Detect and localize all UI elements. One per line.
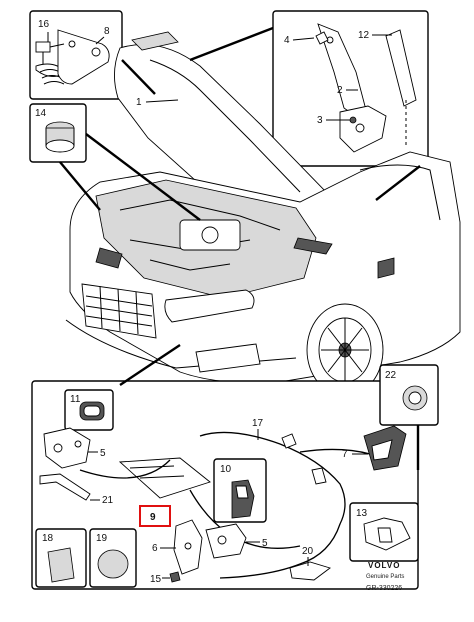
callout-5a: 5 [100, 448, 106, 459]
callout-1: 1 [136, 97, 142, 108]
inset-buffer: 14 [29, 103, 87, 163]
plug-icon [97, 549, 129, 579]
leader-lines [59, 26, 421, 221]
clip-20-icon [289, 561, 331, 581]
callout-16: 16 [38, 19, 50, 30]
reference-number: GR-330226 [366, 585, 402, 592]
callout-20: 20 [302, 546, 314, 557]
callout-4: 4 [284, 35, 290, 46]
brand-name: VOLVO [368, 561, 400, 570]
inset-hinge: 4 12 2 3 [272, 10, 429, 167]
callout-7: 7 [342, 449, 348, 460]
headlight-icon [164, 289, 255, 323]
callout-9-highlight[interactable] [139, 505, 171, 527]
callout-3: 3 [317, 115, 323, 126]
callout-22: 22 [385, 370, 397, 381]
callout-12: 12 [358, 30, 370, 41]
lock-left-icon [43, 427, 91, 469]
lower-assembly-frame: 11 5 21 9 6 15 18 19 [31, 344, 439, 590]
callout-2: 2 [337, 85, 343, 96]
callout-21: 21 [102, 495, 114, 506]
release-cable-icon [199, 431, 346, 579]
callout-19: 19 [96, 533, 108, 544]
callout-13: 13 [356, 508, 368, 519]
brand-block: VOLVO Genuine Parts GR-330226 [366, 561, 404, 592]
callout-11: 11 [70, 394, 81, 405]
pad-icon [47, 547, 75, 583]
callout-14: 14 [35, 108, 47, 119]
car-front-illustration: 1 [65, 31, 461, 397]
bracket-21-icon [39, 473, 91, 501]
brand-subtitle: Genuine Parts [366, 574, 404, 580]
release-handle-icon [118, 457, 211, 499]
screw-15-icon [169, 571, 181, 583]
callout-10: 10 [220, 464, 232, 475]
nut-icon [349, 116, 357, 124]
bolt-head-icon [35, 41, 51, 53]
callout-15: 15 [150, 574, 162, 585]
callout-5b: 5 [262, 538, 268, 549]
callout-18: 18 [42, 533, 54, 544]
callout-9: 9 [150, 512, 156, 523]
callout-17: 17 [252, 418, 264, 429]
gas-strut-icon [385, 29, 417, 107]
callout-6: 6 [152, 543, 158, 554]
inset-bolt-bracket: 16 8 [29, 10, 123, 100]
screw-icon [315, 31, 329, 45]
callout-8: 8 [104, 26, 110, 37]
